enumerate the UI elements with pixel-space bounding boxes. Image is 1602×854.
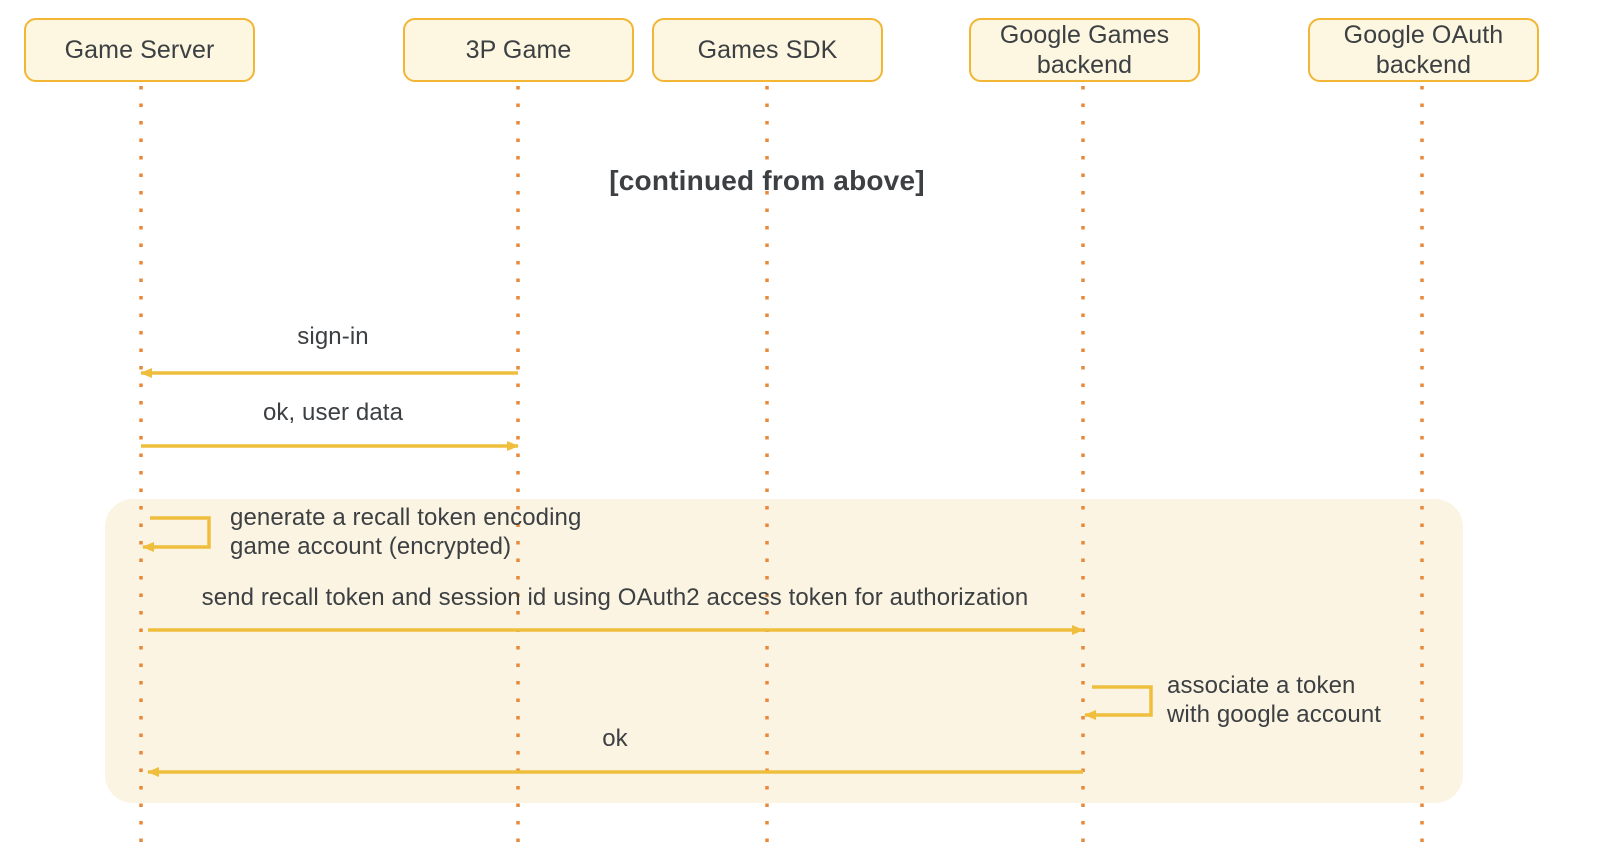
message-arrow-group (140, 368, 1153, 777)
participant-label: 3P Game (465, 35, 572, 64)
participant-label: Games SDK (697, 35, 838, 64)
participant-label: Game Server (64, 35, 215, 64)
participant-third-party-game[interactable]: 3P Game (403, 18, 634, 82)
message-label-ok: ok (602, 725, 628, 752)
participant-game-server[interactable]: Game Server (24, 18, 255, 82)
message-label-associate-token: associate a token with google account (1167, 672, 1382, 729)
message-label-sign-in: sign-in (297, 323, 369, 350)
message-label-generate-recall-token: generate a recall token encoding game ac… (230, 504, 582, 561)
highlight-band-group (105, 499, 1463, 803)
self-loop-arrow-generate-recall-token (142, 516, 211, 552)
participant-label: Google Games backend (999, 20, 1170, 80)
participant-games-sdk[interactable]: Games SDK (652, 18, 883, 82)
self-loop-arrow-associate-token (1084, 685, 1153, 720)
participant-google-games-backend[interactable]: Google Games backend (969, 18, 1200, 82)
participant-google-oauth-backend[interactable]: Google OAuth backend (1308, 18, 1539, 82)
page-title: [continued from above] (609, 165, 925, 196)
highlight-band (105, 499, 1463, 803)
participant-label: Google OAuth backend (1343, 20, 1504, 80)
message-label-ok-user-data: ok, user data (262, 399, 404, 426)
message-label-send-recall-token: send recall token and session id using O… (201, 584, 1029, 611)
